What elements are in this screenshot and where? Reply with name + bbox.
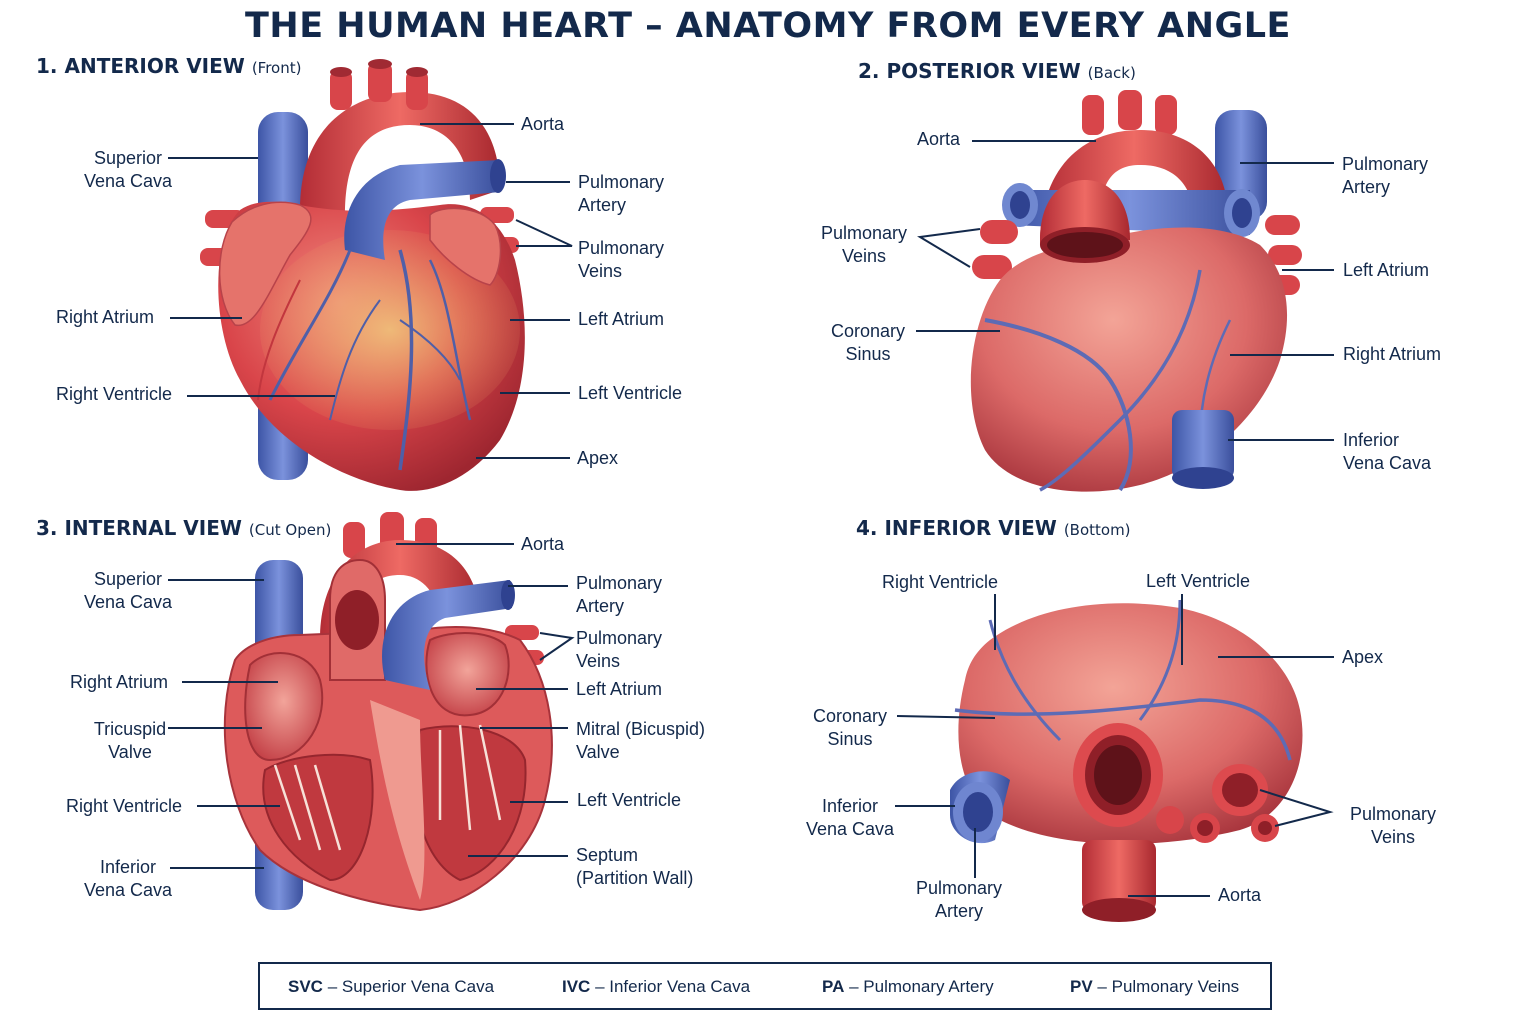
internal-subtitle: (Cut Open) (248, 521, 332, 539)
anterior-aortic-arch (300, 92, 500, 215)
inferior-title-text: 4. INFERIOR VIEW (856, 516, 1057, 540)
inferior-subtitle: (Bottom) (1063, 521, 1131, 539)
posterior-label-ra: Right Atrium (1343, 344, 1442, 364)
legend-item-pa: PA – Pulmonary Artery (822, 977, 994, 997)
legend-full: – Inferior Vena Cava (595, 977, 751, 996)
internal-label-rv: Right Ventricle (66, 796, 183, 816)
inferior-label-aorta: Aorta (1218, 885, 1262, 905)
posterior-subtitle: (Back) (1087, 64, 1136, 82)
leader-lines (168, 123, 1334, 897)
legend-item-ivc: IVC – Inferior Vena Cava (562, 977, 750, 997)
anterior-subtitle: (Front) (251, 59, 302, 77)
legend-abbr: PV (1070, 977, 1093, 996)
anterior-view-title: 1. ANTERIOR VIEW (Front) (36, 54, 301, 78)
legend-abbr: IVC (562, 977, 591, 996)
legend-abbr: PA (822, 977, 845, 996)
posterior-title-text: 2. POSTERIOR VIEW (858, 59, 1081, 83)
posterior-label-aorta: Aorta (917, 129, 961, 149)
anterior-label-lv: Left Ventricle (578, 383, 683, 403)
legend-abbr: SVC (288, 977, 323, 996)
anterior-heart-art (200, 59, 525, 491)
posterior-view-title: 2. POSTERIOR VIEW (Back) (858, 59, 1136, 83)
internal-label-septum: Septum(Partition Wall) (576, 845, 694, 888)
inferior-view-title: 4. INFERIOR VIEW (Bottom) (856, 516, 1131, 540)
inferior-label-rv: Right Ventricle (882, 572, 999, 592)
anterior-pulmonary-artery-shape (344, 160, 500, 260)
anterior-label-aorta: Aorta (521, 114, 565, 134)
internal-label-la: Left Atrium (576, 679, 663, 699)
internal-label-lv: Left Ventricle (577, 790, 682, 810)
anterior-label-rv: Right Ventricle (56, 384, 173, 404)
legend-item-svc: SVC – Superior Vena Cava (288, 977, 494, 997)
inferior-label-lv: Left Ventricle (1146, 571, 1251, 591)
anterior-label-apex: Apex (577, 448, 619, 468)
legend-full: – Pulmonary Veins (1097, 977, 1240, 996)
internal-view-title: 3. INTERNAL VIEW (Cut Open) (36, 516, 331, 540)
page-title: THE HUMAN HEART – ANATOMY FROM EVERY ANG… (245, 6, 1291, 46)
inferior-label-apex: Apex (1342, 647, 1384, 667)
posterior-heart-art (970, 90, 1302, 492)
internal-label-ra: Right Atrium (70, 672, 169, 692)
posterior-label-la: Left Atrium (1343, 260, 1430, 280)
internal-heart-art (223, 512, 553, 912)
anterior-title-text: 1. ANTERIOR VIEW (36, 54, 245, 78)
anterior-label-la: Left Atrium (578, 309, 665, 329)
legend-full: – Superior Vena Cava (327, 977, 495, 996)
internal-label-aorta: Aorta (521, 534, 565, 554)
abbreviation-legend: SVC – Superior Vena Cava IVC – Inferior … (258, 962, 1272, 1010)
internal-label-mitral: Mitral (Bicuspid)Valve (576, 719, 706, 762)
legend-full: – Pulmonary Artery (849, 977, 994, 996)
anterior-label-ra: Right Atrium (56, 307, 155, 327)
inferior-heart-art (950, 599, 1303, 922)
internal-title-text: 3. INTERNAL VIEW (36, 516, 242, 540)
legend-item-pv: PV – Pulmonary Veins (1070, 977, 1239, 997)
